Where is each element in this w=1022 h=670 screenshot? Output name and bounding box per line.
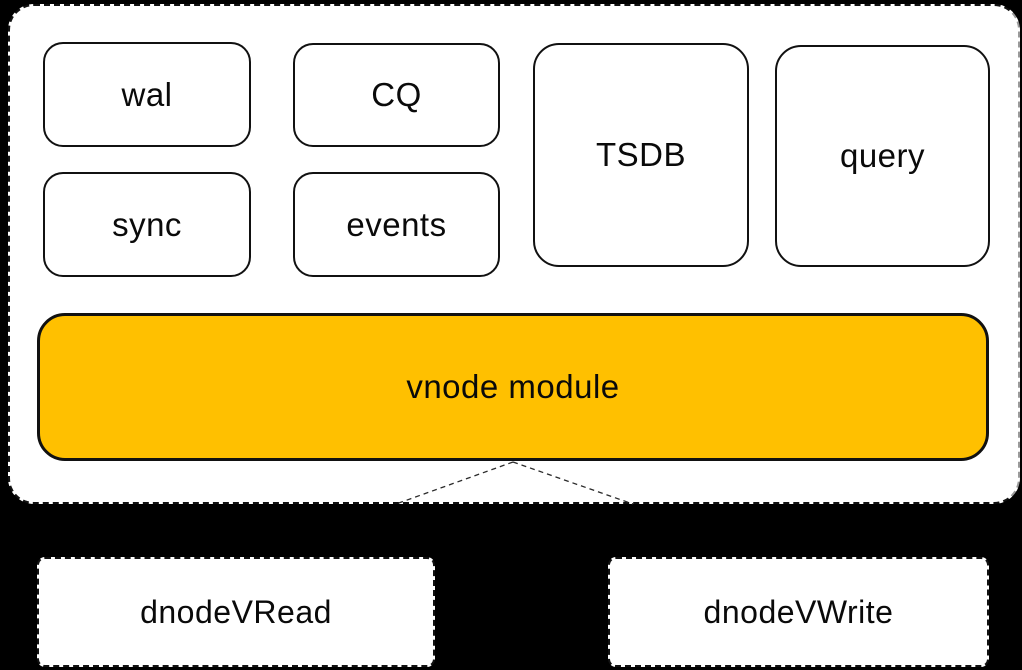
dnode-vwrite-box: dnodeVWrite [608,557,989,667]
module-events: events [293,172,500,277]
module-cq: CQ [293,43,500,147]
dnode-vread-box: dnodeVRead [37,557,435,667]
module-label: TSDB [595,136,686,173]
module-sync: sync [43,172,251,277]
module-query: query [775,45,990,267]
module-wal: wal [43,42,251,147]
dnode-vread-label: dnodeVRead [140,593,332,630]
module-label: events [346,205,447,243]
module-label: wal [121,75,173,113]
module-label: query [839,137,926,174]
module-label: sync [112,205,182,243]
module-tsdb: TSDB [533,43,749,267]
dnode-vwrite-label: dnodeVWrite [703,593,894,630]
vnode-module-label: vnode module [406,368,620,405]
module-label: CQ [371,76,422,113]
vnode-module-bar: vnode module [37,313,989,461]
